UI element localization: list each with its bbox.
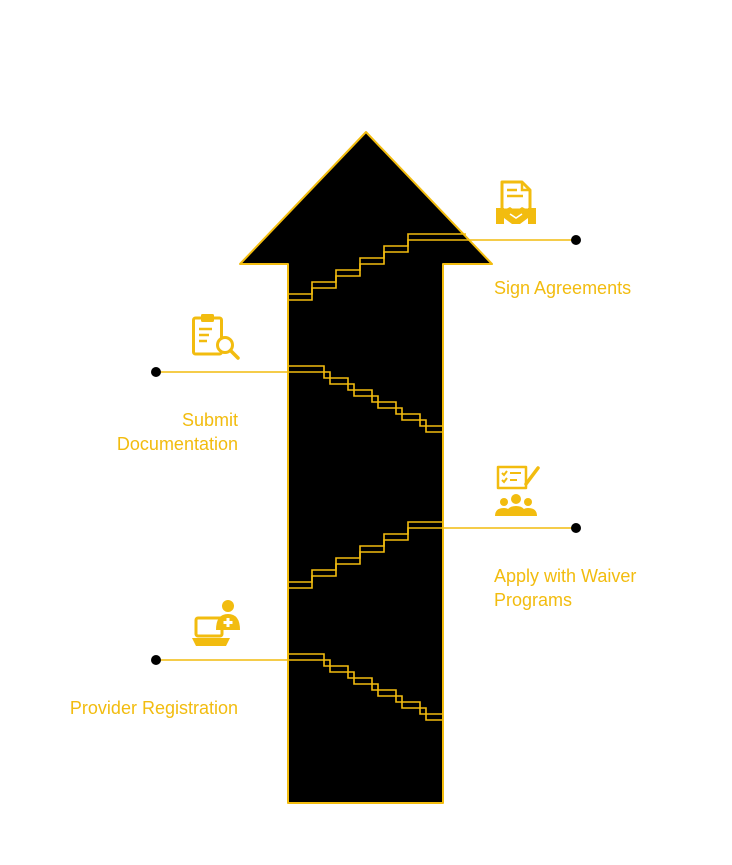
checklist-group-icon <box>495 465 540 516</box>
step-label-line: Documentation <box>116 434 238 454</box>
step-label-line: Apply with Waiver <box>494 566 637 586</box>
staircase-lower-middle <box>288 521 443 589</box>
up-arrow <box>239 131 493 804</box>
laptop-doctor-icon <box>192 600 240 646</box>
dot-provider <box>151 655 161 665</box>
staircase-top <box>288 233 466 301</box>
clipboard-search-icon <box>192 314 240 360</box>
staircase-bottom <box>288 653 443 721</box>
step-label-line: Provider Registration <box>69 698 238 718</box>
step-label-line: Submit <box>181 410 238 430</box>
step-label-sign-agreements: Sign Agreements <box>494 276 631 300</box>
handshake-document-icon <box>496 180 536 224</box>
step-label-provider-registration: Provider Registration <box>70 696 238 720</box>
step-label-line: Programs <box>494 590 573 610</box>
step-label-line: Sign Agreements <box>494 278 632 298</box>
step-label-submit-documentation: Submit Documentation <box>117 408 238 456</box>
dot-submit <box>151 367 161 377</box>
staircase-upper-middle <box>288 365 443 433</box>
step-label-apply-waiver: Apply with Waiver Programs <box>494 564 636 612</box>
dot-sign <box>571 235 581 245</box>
dot-apply <box>571 523 581 533</box>
